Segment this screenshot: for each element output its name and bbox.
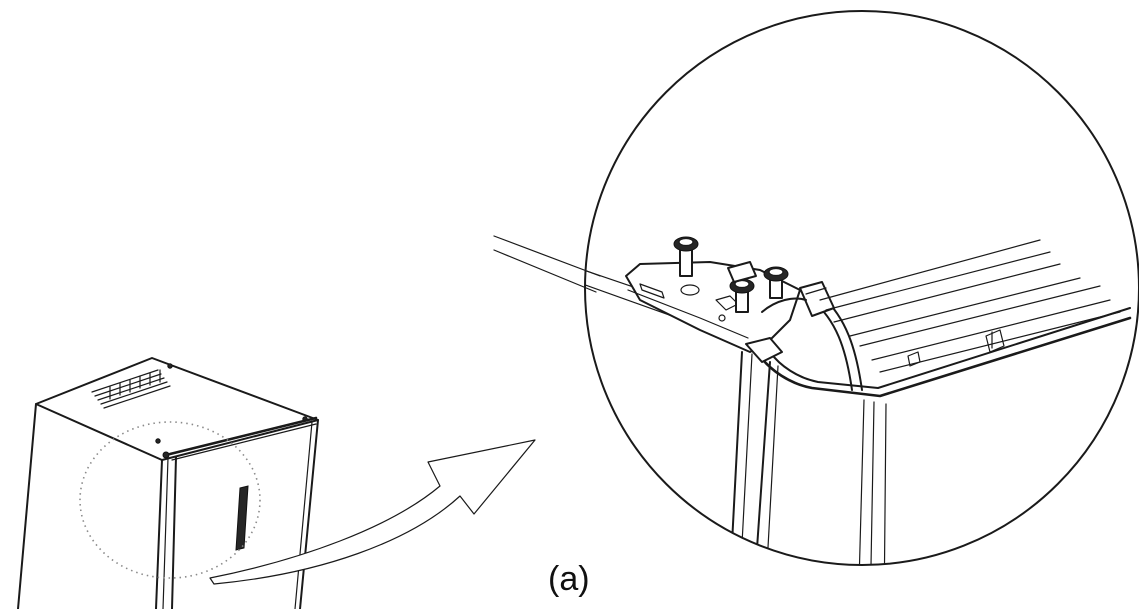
hinge-bolt-icon [673, 236, 699, 277]
figure-caption: (a) [548, 560, 590, 598]
top-vent-icon [91, 369, 171, 409]
callout-arrow-icon [209, 439, 536, 585]
hinge-bolt-icon [729, 278, 755, 313]
hinge-bolt-icon [763, 266, 789, 299]
wire-cable-icon [761, 281, 863, 391]
door-hinge-detail-icon [493, 10, 1139, 566]
callout-circle-icon [79, 421, 261, 579]
refrigerator-cabinet-icon [17, 357, 319, 609]
